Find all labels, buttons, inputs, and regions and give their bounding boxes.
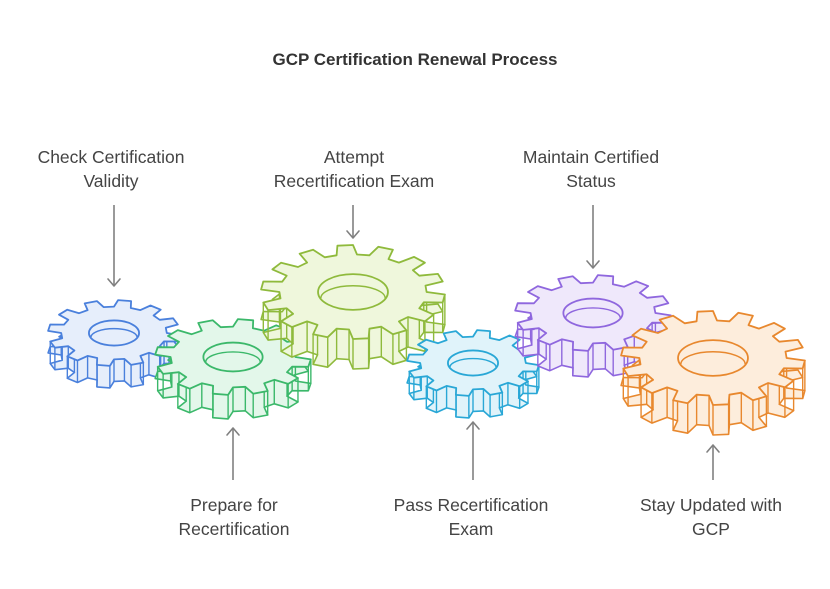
gear-stay-hole-inner xyxy=(680,351,746,365)
label-stay-updated-with-gcp: Stay Updated with GCP xyxy=(639,495,783,539)
label-maintain-certified-status: Maintain Certified Status xyxy=(522,147,660,191)
gear-prepare-hole-inner xyxy=(205,351,261,363)
label-prepare-recertification: Prepare for Recertification xyxy=(178,495,290,539)
gear-check-hole xyxy=(88,319,140,347)
gear-attempt-hole-inner xyxy=(320,285,386,299)
gear-stay xyxy=(620,310,806,436)
gear-check xyxy=(47,299,181,389)
arrow-attempt-head xyxy=(346,230,360,239)
arrow-maintain xyxy=(586,205,600,269)
diagram-title: GCP Certification Renewal Process xyxy=(272,50,558,69)
arrow-prepare xyxy=(226,427,240,480)
arrow-pass-head xyxy=(466,421,480,430)
gear-stay-hole xyxy=(677,339,749,377)
arrow-attempt xyxy=(346,205,360,239)
gear-check-hole-inner xyxy=(90,327,138,338)
gear-pass-hole-inner xyxy=(449,357,497,368)
gear-pass-hole xyxy=(447,349,499,377)
gear-maintain-hole xyxy=(562,297,624,329)
arrow-stay xyxy=(706,444,720,480)
arrow-check xyxy=(107,205,121,287)
label-pass-recertification-exam: Pass Recertification Exam xyxy=(393,495,549,539)
gear-pass xyxy=(406,329,540,419)
label-check-validity: Check Certification Validity xyxy=(37,147,185,191)
label-attempt-recertification-exam: Attempt Recertification Exam xyxy=(273,147,435,191)
gear-prepare-hole xyxy=(202,341,264,373)
arrow-stay-head xyxy=(706,444,720,453)
gear-maintain-hole-inner xyxy=(565,307,621,319)
arrow-check-head xyxy=(107,278,121,287)
arrow-prepare-head xyxy=(226,427,240,436)
arrow-pass xyxy=(466,421,480,480)
gear-attempt-hole xyxy=(317,273,389,311)
arrow-maintain-head xyxy=(586,260,600,269)
gear-attempt xyxy=(260,244,446,370)
